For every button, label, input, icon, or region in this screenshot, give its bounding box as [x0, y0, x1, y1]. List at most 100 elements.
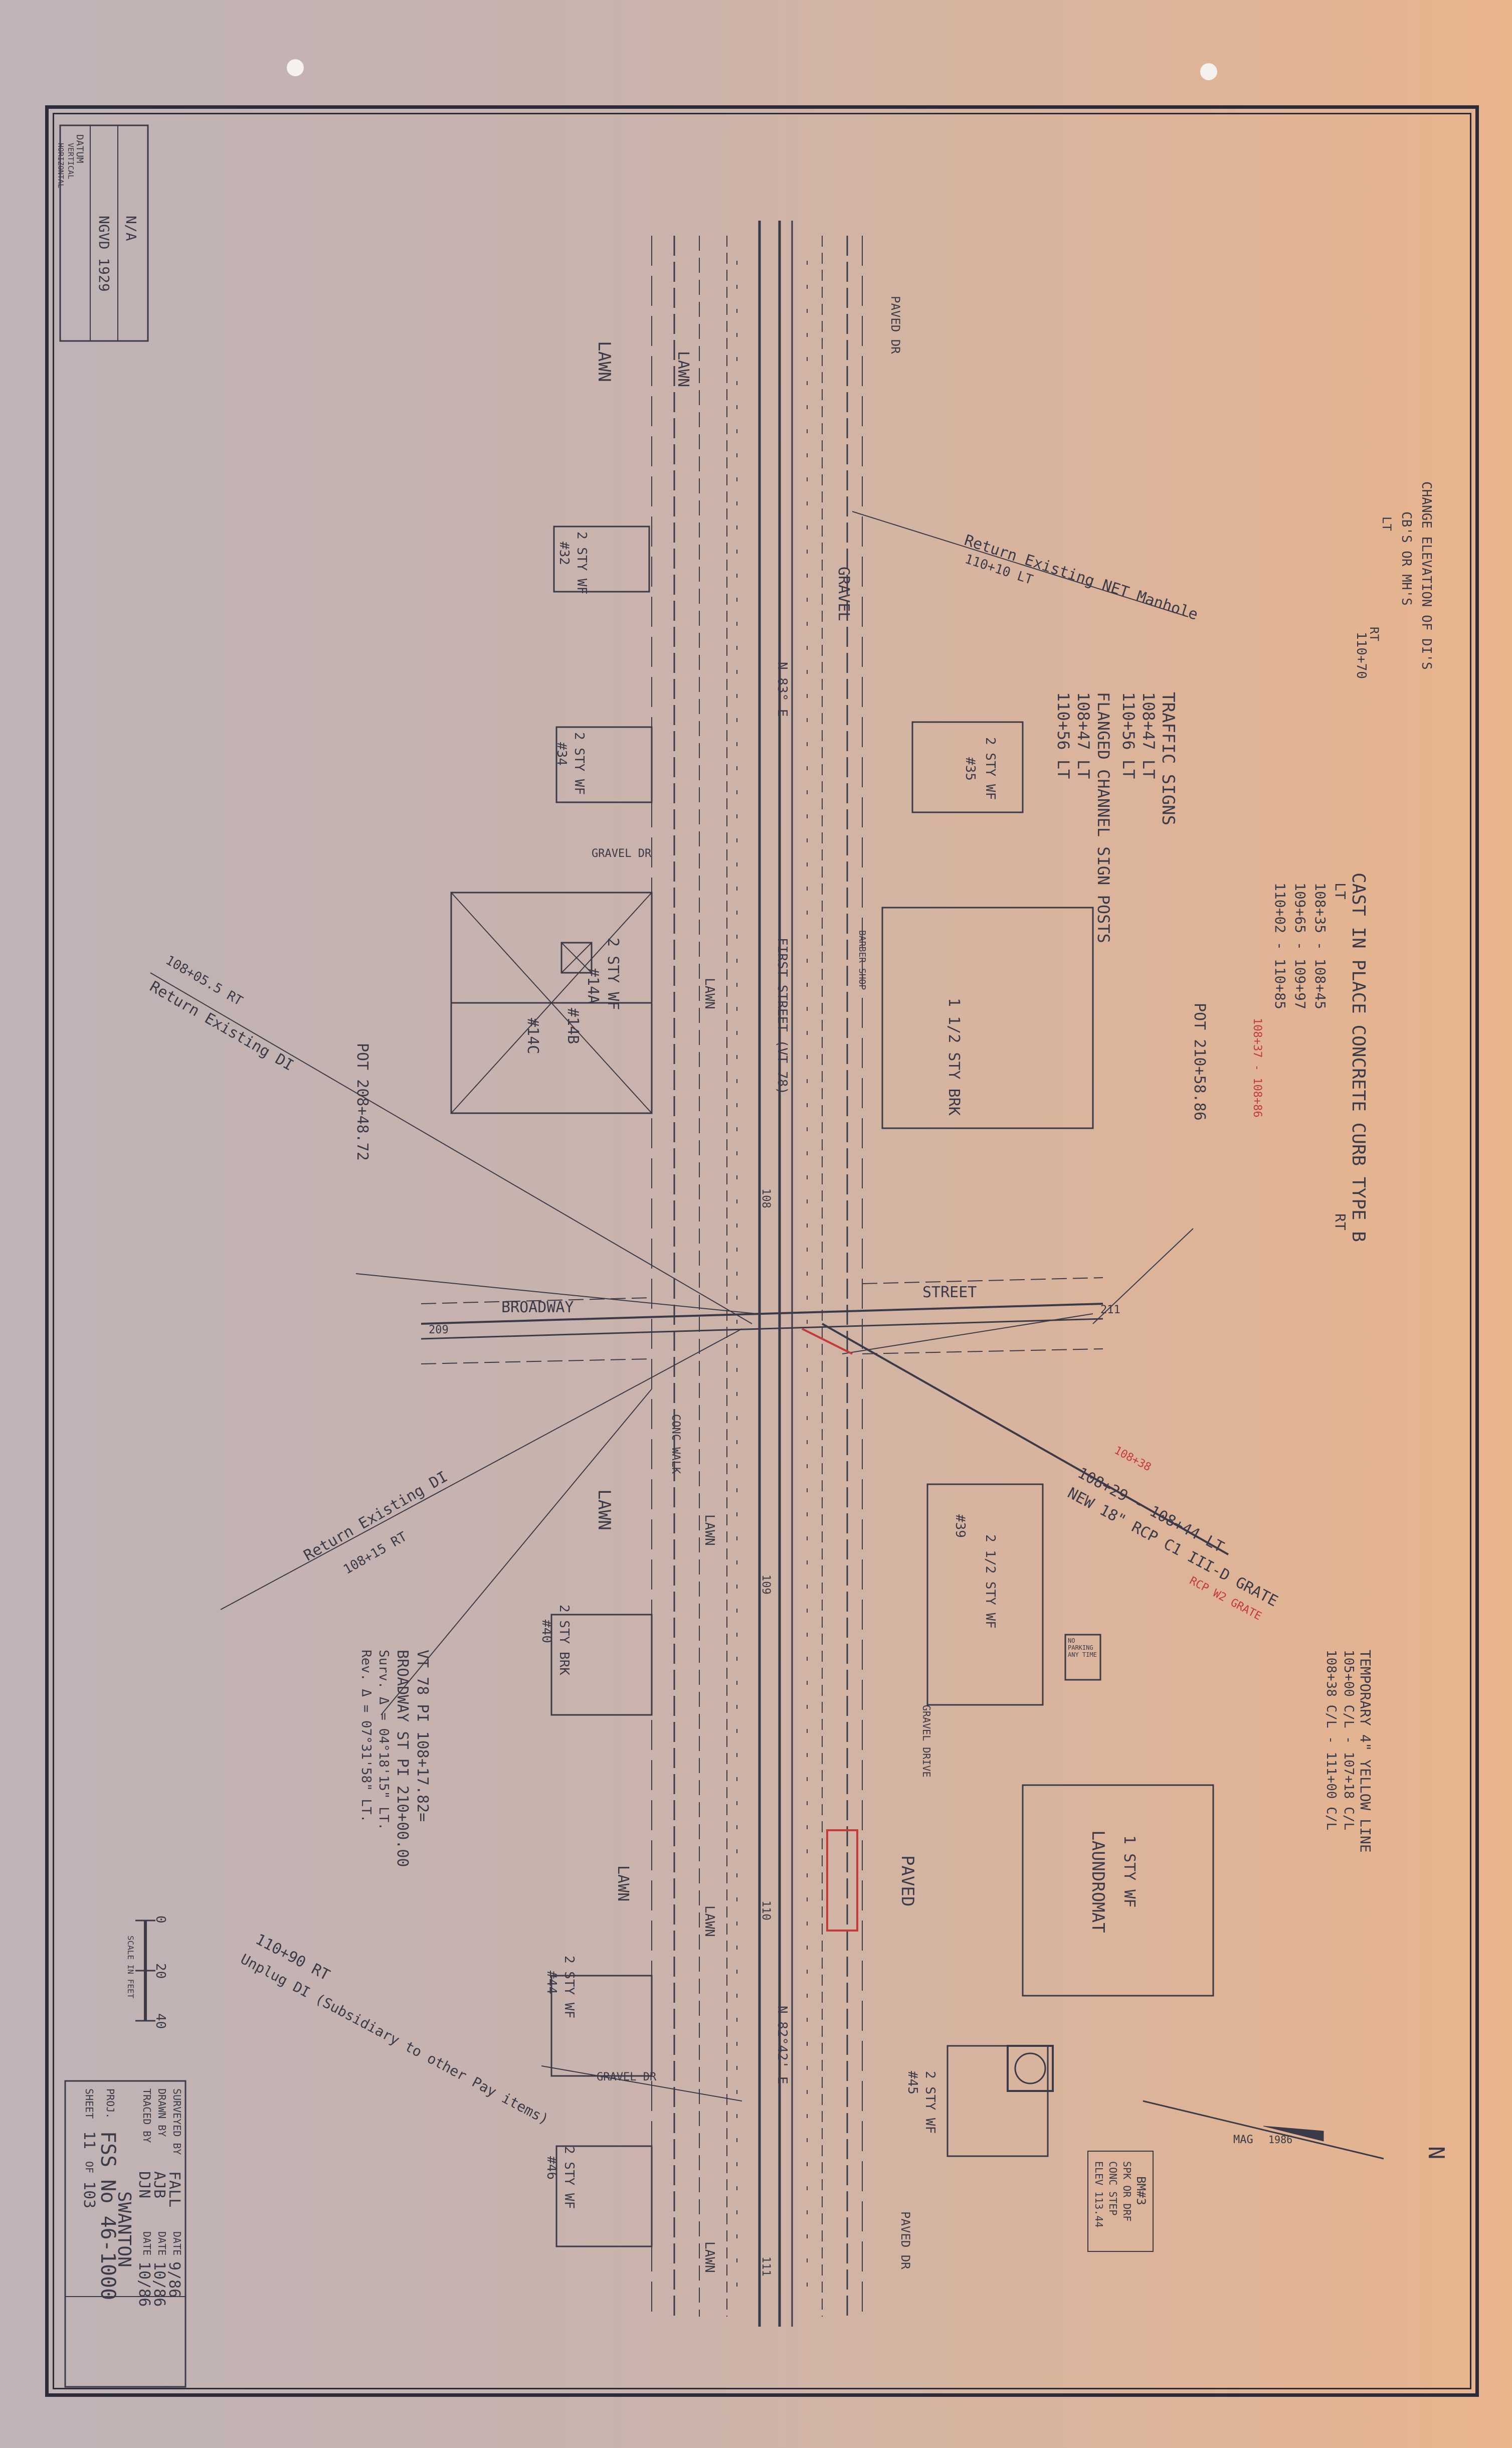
building-outline	[1022, 1784, 1214, 1997]
note-change-elev-rt: RT	[1367, 627, 1381, 641]
note-pot-right: POT 210+58.86	[1191, 1003, 1208, 1121]
note-curb-sta3: 110+02 - 110+85	[1272, 883, 1288, 1009]
building-outline	[550, 1614, 653, 1716]
datum-vertical-value: NGVD 1929	[96, 216, 112, 292]
north-arrow-line	[1143, 2100, 1384, 2160]
bearing-top: N 83° E	[775, 662, 790, 717]
area-gravel-dr: GRAVEL DR	[597, 2071, 657, 2083]
building-number: #46	[544, 2156, 559, 2180]
broadway-curb	[862, 1348, 1103, 1354]
note-mag-year: 1986	[1268, 2134, 1293, 2146]
scale-tick-40: 40	[153, 2013, 168, 2029]
area-lawn: LAWN	[702, 2241, 717, 2273]
building-outline	[911, 721, 1024, 813]
note-pi-4: Rev. Δ = 07°31'58" LT.	[358, 1650, 373, 1823]
station-110: 110	[760, 1900, 772, 1920]
datum-horizontal-value: N/A	[123, 216, 139, 241]
note-curb-sta1: 108+35 - 108+45	[1312, 883, 1329, 1009]
drawn-by: AJB	[150, 2171, 168, 2199]
sign-no-parking: NO PARKING ANY TIME	[1068, 1637, 1097, 1658]
traced-date: 10/86	[135, 2261, 153, 2307]
building-outline	[553, 526, 650, 593]
surveyed-date-label: DATE	[171, 2231, 183, 2256]
building-label: 2 STY BRK	[556, 1605, 572, 1675]
sheet-border-inner	[53, 113, 1471, 2389]
building-outline	[555, 2145, 653, 2247]
street-first-street: FIRST STREET (VT 78)	[775, 938, 790, 1095]
note-pi-1: VT 78 PI 108+17.82=	[414, 1650, 431, 1822]
station-111: 111	[760, 2256, 772, 2277]
station-108: 108	[760, 1188, 772, 1208]
drawn-by-label: DRAWN BY	[156, 2088, 168, 2137]
building-barber: BARBER SHOP	[857, 930, 867, 990]
note-change-elev-2: CB'S OR MH'S	[1399, 511, 1414, 606]
area-lawn: LAWN	[674, 351, 692, 388]
building-outline	[555, 726, 653, 803]
building-number: #44	[544, 1971, 559, 1994]
title-block-box	[64, 2080, 186, 2388]
note-change-elev-lt: LT	[1380, 516, 1394, 531]
sheet-label: SHEET	[83, 2088, 95, 2119]
area-paved: PAVED	[897, 1855, 917, 1907]
building-label: 1 1/2 STY BRK	[945, 998, 963, 1116]
sheet-border	[45, 105, 1479, 2397]
pot-leader	[355, 1273, 758, 1314]
note-curb-sta2: 109+65 - 109+97	[1292, 883, 1308, 1009]
surveyed-date: 9/86	[165, 2261, 183, 2298]
building-label: 2 STY WF	[572, 732, 587, 795]
broadway-centerline	[421, 1303, 1103, 1325]
building-number: #14C	[524, 1018, 541, 1055]
datum-vertical-label: VERTICAL	[66, 143, 75, 180]
scale-caption: SCALE IN FEET	[126, 1936, 135, 1999]
street-street: STREET	[922, 1284, 977, 1301]
sheet-total: 103	[80, 2181, 98, 2209]
north-letter: N	[1423, 2146, 1449, 2160]
datum-box	[59, 124, 149, 342]
scale-tick-20: 20	[153, 1963, 168, 1979]
note-temp-line-sta2: 108+38 C/L - 111+00 C/L	[1324, 1650, 1339, 1831]
station-211: 211	[1100, 1304, 1120, 1316]
drawn-date: 10/86	[150, 2261, 168, 2307]
traced-by: DJN	[135, 2171, 153, 2199]
project-number: FSS No 46-1000	[96, 2131, 119, 2301]
area-paved-dr: PAVED DR	[898, 2211, 912, 2269]
note-bm-4: ELEV 113.44	[1093, 2161, 1105, 2228]
di-leader	[150, 972, 752, 1324]
sheet-of-label: OF	[83, 2161, 95, 2174]
building-label: 2 1/2 STY WF	[983, 1534, 998, 1629]
note-change-elev: CHANGE ELEVATION OF DI'S	[1419, 481, 1434, 670]
scale-tick-0: 0	[153, 1915, 168, 1924]
street-broadway: BROADWAY	[501, 1299, 574, 1316]
building-number: #14A	[584, 968, 602, 1004]
area-lawn: LAWN	[702, 978, 717, 1009]
curb-leader	[842, 1313, 1093, 1354]
broadway-curb	[421, 1297, 652, 1304]
note-temp-line-sta1: 105+00 C/L - 107+18 C/L	[1341, 1650, 1356, 1831]
note-pi-3: Surv. Δ = 04°18'15" LT.	[376, 1650, 391, 1831]
note-curb-title: CAST IN PLACE CONCRETE CURB TYPE B	[1348, 872, 1369, 1242]
area-lawn: LAWN	[702, 1514, 717, 1546]
building-label: 2 STY WF	[922, 2071, 937, 2134]
note-traffic-signs-sta1: 108+47 LT	[1139, 692, 1158, 779]
note-temp-line: TEMPORARY 4" YELLOW LINE	[1357, 1650, 1374, 1853]
broadway-curb	[421, 1358, 652, 1364]
punch-hole	[1200, 63, 1217, 80]
area-lawn: LAWN	[614, 1865, 632, 1902]
sheet-number: 11	[80, 2131, 98, 2150]
note-change-elev-sta: 110+70	[1354, 632, 1369, 679]
note-pi-2: BROADWAY ST PI 210+00.00	[394, 1650, 411, 1867]
note-flanged-sta2: 110+56 LT	[1054, 692, 1073, 779]
area-gravel: GRAVEL	[835, 567, 852, 621]
note-bm-2: SPK OR DRF	[1121, 2161, 1133, 2222]
note-bm-3: CONC STEP	[1107, 2161, 1119, 2216]
area-paved-dr: PAVED DR	[888, 296, 902, 354]
pot-leader	[1092, 1228, 1194, 1324]
broadway-line	[421, 1318, 1103, 1340]
building-number: #34	[554, 742, 569, 766]
note-traffic-signs-sta2: 110+56 LT	[1119, 692, 1138, 779]
traced-by-label: TRACED BY	[141, 2088, 153, 2143]
note-pot-left: POT 208+48.72	[353, 1043, 371, 1161]
note-flanged-posts: FLANGED CHANNEL SIGN POSTS	[1094, 692, 1113, 943]
drawn-date-label: DATE	[156, 2231, 168, 2256]
